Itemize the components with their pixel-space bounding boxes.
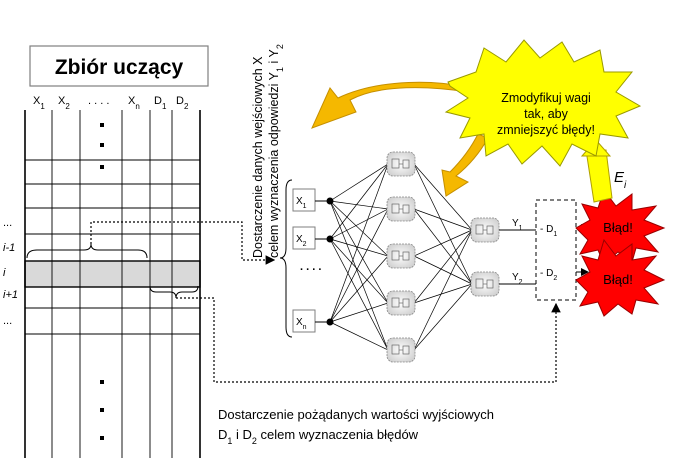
column-header-2: X2	[58, 95, 70, 111]
hidden-neuron-2	[386, 196, 416, 222]
input-ellipsis: . . . .	[300, 261, 321, 273]
desired-value-1: - D1	[540, 224, 557, 238]
column-header-3: . . . .	[88, 95, 109, 107]
svg-text:Dostarczenie danych wejściowyc: Dostarczenie danych wejściowych X	[251, 56, 265, 258]
hidden-neuron-5	[386, 337, 416, 363]
svg-text:Ei: Ei	[614, 169, 627, 191]
training-set-title: Zbiór uczący	[55, 56, 184, 79]
vertical-text-line1: Dostarczenie danych wejściowych X	[251, 56, 265, 258]
hidden-layer-2	[470, 217, 500, 297]
comparison-labels: - D1 - D2	[540, 224, 557, 282]
table-ellipsis-dots	[100, 123, 104, 440]
row-label-4: i+1	[3, 289, 18, 301]
error-label-1: Błąd!	[603, 220, 633, 235]
input-description-vertical: Dostarczenie danych wejściowych X celem …	[251, 44, 285, 258]
input-brace	[279, 179, 293, 338]
comparison-box	[535, 199, 577, 301]
column-header-4: Xn	[128, 95, 140, 111]
modify-weights-callout: Zmodyfikuj wagi tak, aby zmniejszyć błęd…	[444, 39, 642, 167]
svg-text:celem wyznaczenia odpowiedzi Y: celem wyznaczenia odpowiedzi Y1 i Y2	[267, 44, 285, 258]
training-set-title-box: Zbiór uczący	[29, 45, 209, 87]
hidden-neuron-3	[386, 243, 416, 269]
column-header-1: X1	[33, 95, 45, 111]
input-label-3: Xn	[296, 317, 307, 331]
callout-line-2: tak, aby	[524, 107, 569, 121]
row-labels: ... i-1 i i+1...	[3, 217, 18, 327]
column-header-6: D2	[176, 95, 189, 111]
vertical-text-line2: celem wyznaczenia odpowiedzi Y	[267, 71, 281, 258]
hidden-neuron-4	[386, 290, 416, 316]
output-label-1: Y1	[512, 218, 523, 232]
input-label-2: X2	[296, 234, 307, 248]
row-label-5: ...	[3, 315, 12, 327]
error-symbol: E	[614, 169, 625, 186]
desired-value-2: - D2	[540, 268, 557, 282]
error-label-2: Błąd!	[603, 272, 633, 287]
callout-line-1: Zmodyfikuj wagi	[501, 91, 591, 105]
row-label-3: i	[3, 267, 6, 279]
input-label-1: X1	[296, 196, 307, 210]
network-connections	[329, 163, 473, 351]
output-label-2: Y2	[512, 272, 523, 286]
dotted-paths	[90, 221, 561, 383]
highlighted-row	[25, 261, 200, 287]
caption-line-2: D1 i D2 celem wyznaczenia błędów	[218, 427, 419, 446]
error-burst-2: Błąd!	[575, 238, 666, 317]
row-label-1: ...	[3, 217, 12, 229]
input-node-2: X2	[292, 226, 334, 250]
desired-output-caption: Dostarczenie pożądanych wartości wyjścio…	[218, 407, 494, 446]
training-set-table	[24, 110, 201, 458]
column-header-5: D1	[154, 95, 167, 111]
input-node-3: Xn	[292, 309, 334, 333]
callout-line-3: zmniejszyć błędy!	[497, 123, 595, 137]
error-to-callout-arrow	[585, 149, 613, 203]
output-neuron-1	[470, 217, 500, 243]
hidden-layer-1	[386, 151, 416, 363]
caption-line-1: Dostarczenie pożądanych wartości wyjścio…	[218, 407, 494, 422]
output-neuron-2	[470, 271, 500, 297]
hidden-neuron-1	[386, 151, 416, 177]
input-node-1: X1	[292, 188, 334, 212]
row-label-2: i-1	[3, 242, 15, 254]
feedback-arrow-left	[311, 81, 471, 129]
column-headers: X1 X2 . . . . Xn D1 D2	[33, 95, 189, 111]
feedback-arrow-down	[441, 133, 489, 197]
